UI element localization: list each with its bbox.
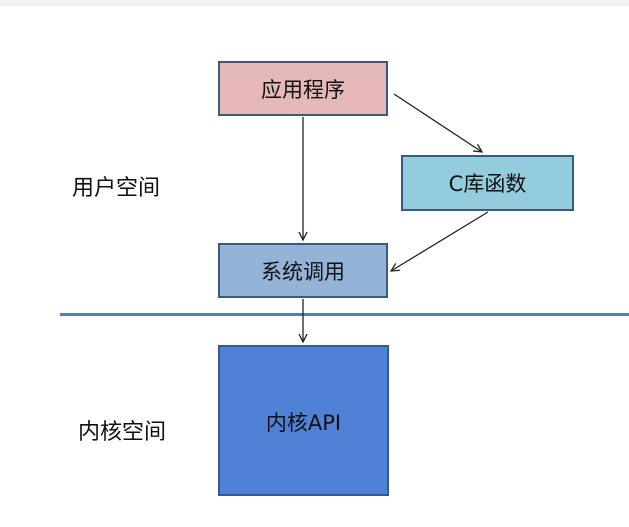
system-call-label: 系统调用 [261,259,345,284]
kernel-api-label: 内核API [265,411,342,435]
kernel-space-label: 内核空间 [78,420,167,445]
application-label: 应用程序 [261,77,345,102]
kernel-api-box: 内核API [218,345,389,496]
c-library-box: C库函数 [401,155,574,211]
arrow-clib-to-syscall [391,211,489,271]
application-box: 应用程序 [218,61,388,116]
c-library-label: C库函数 [448,172,527,196]
arrow-app-to-clib [393,93,482,152]
system-call-box: 系统调用 [218,243,388,298]
user-kernel-divider [60,313,629,316]
top-strip [0,0,629,6]
user-space-label: 用户空间 [72,176,161,201]
